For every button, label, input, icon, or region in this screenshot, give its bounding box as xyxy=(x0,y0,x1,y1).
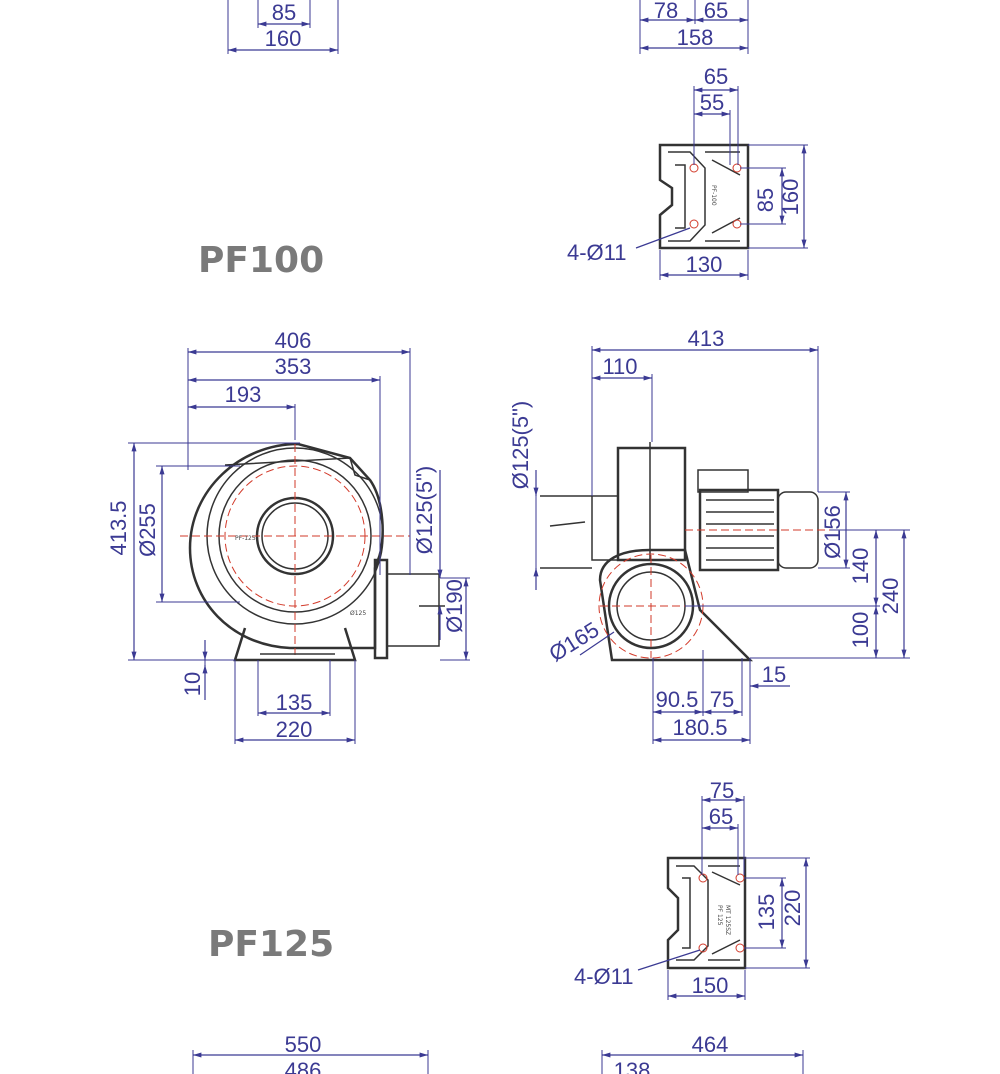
pf125-front-dim-413-5: 413.5 xyxy=(106,500,131,555)
svg-text:PF-100: PF-100 xyxy=(710,185,717,206)
top-right-dim-65: 65 xyxy=(704,0,728,23)
pf125-front-dim-220: 220 xyxy=(276,717,313,742)
pf125-front-dim-135: 135 xyxy=(276,690,313,715)
pf125-front-dim-193: 193 xyxy=(225,382,262,407)
bottom-dim-486: 486 xyxy=(285,1058,322,1074)
pf125-side-dim-180-5: 180.5 xyxy=(672,715,727,740)
pf125-base-tag-1: PF 125 xyxy=(716,905,723,926)
pf125-side-dim-240: 240 xyxy=(878,578,903,615)
pf100-base-dim-55: 55 xyxy=(700,90,724,115)
pf125-front-tag-pf: PF-125 xyxy=(235,535,256,542)
pf125-side-dim-d125-5: Ø125(5") xyxy=(508,401,533,490)
pf125-base-tag-2: MT 125SZ xyxy=(724,905,731,935)
top-right-dim-158: 158 xyxy=(677,25,714,50)
pf125-base-holes: 4-Ø11 xyxy=(574,964,634,989)
pf125-side-dim-100: 100 xyxy=(848,612,873,649)
pf125-side-view: 413 110 Ø125(5") Ø156 140 100 240 Ø165 xyxy=(508,326,910,744)
pf100-base-dim-65: 65 xyxy=(704,64,728,89)
pf125-side-dim-140: 140 xyxy=(848,548,873,585)
pf125-base-dim-220: 220 xyxy=(780,890,805,927)
pf100-base-dim-85: 85 xyxy=(753,188,778,212)
top-right-dim-78: 78 xyxy=(654,0,678,23)
pf125-base-dim-150: 150 xyxy=(692,973,729,998)
bottom-dim-550: 550 xyxy=(285,1032,322,1057)
pf125-side-dim-110: 110 xyxy=(602,354,637,379)
model-label-pf125: PF125 xyxy=(208,924,334,965)
bottom-dim-138: 138 xyxy=(614,1058,651,1074)
pf100-base-holes: 4-Ø11 xyxy=(567,240,627,265)
pf125-front-dim-353: 353 xyxy=(275,354,312,379)
pf125-front-dim-d125-5: Ø125(5") xyxy=(412,466,437,555)
pf125-front-dim-10: 10 xyxy=(180,672,205,696)
pf125-front-dim-d190: Ø190 xyxy=(442,579,467,633)
bottom-fragment: 550 486 464 138 xyxy=(192,1032,804,1074)
pf125-base-dim-75: 75 xyxy=(710,778,734,803)
pf100-base-dim-160: 160 xyxy=(778,179,803,216)
pf125-front-dim-d255: Ø255 xyxy=(135,503,160,557)
top-left-dim-160: 160 xyxy=(265,26,302,51)
pf125-side-dim-d156: Ø156 xyxy=(820,505,845,559)
pf125-front-view: Ø125 PF-125 406 353 193 413.5 Ø255 Ø125(… xyxy=(106,328,470,744)
pf125-front-dim-406: 406 xyxy=(275,328,312,353)
top-fragment: 85 160 78 65 158 xyxy=(227,0,749,54)
top-left-dim-85: 85 xyxy=(272,0,296,25)
pf125-base-dim-65: 65 xyxy=(709,804,733,829)
pf125-side-dim-413: 413 xyxy=(688,326,725,351)
pf125-side-dim-75: 75 xyxy=(710,687,734,712)
bottom-dim-464: 464 xyxy=(692,1032,729,1057)
pf100-base-dim-130: 130 xyxy=(686,252,723,277)
model-label-pf100: PF100 xyxy=(198,240,324,281)
pf125-base-plate-view: PF 125 MT 125SZ 75 65 135 220 150 4-Ø11 xyxy=(574,778,810,1000)
pf125-side-dim-15: 15 xyxy=(762,662,786,687)
pf125-side-dim-90-5: 90.5 xyxy=(656,687,699,712)
pf125-front-tag-d125: Ø125 xyxy=(350,610,366,617)
pf125-side-dim-d165: Ø165 xyxy=(545,617,604,667)
pf125-base-dim-135: 135 xyxy=(754,894,779,931)
pf100-base-plate-view: PF-100 65 55 85 160 130 4-Ø11 xyxy=(567,64,808,280)
